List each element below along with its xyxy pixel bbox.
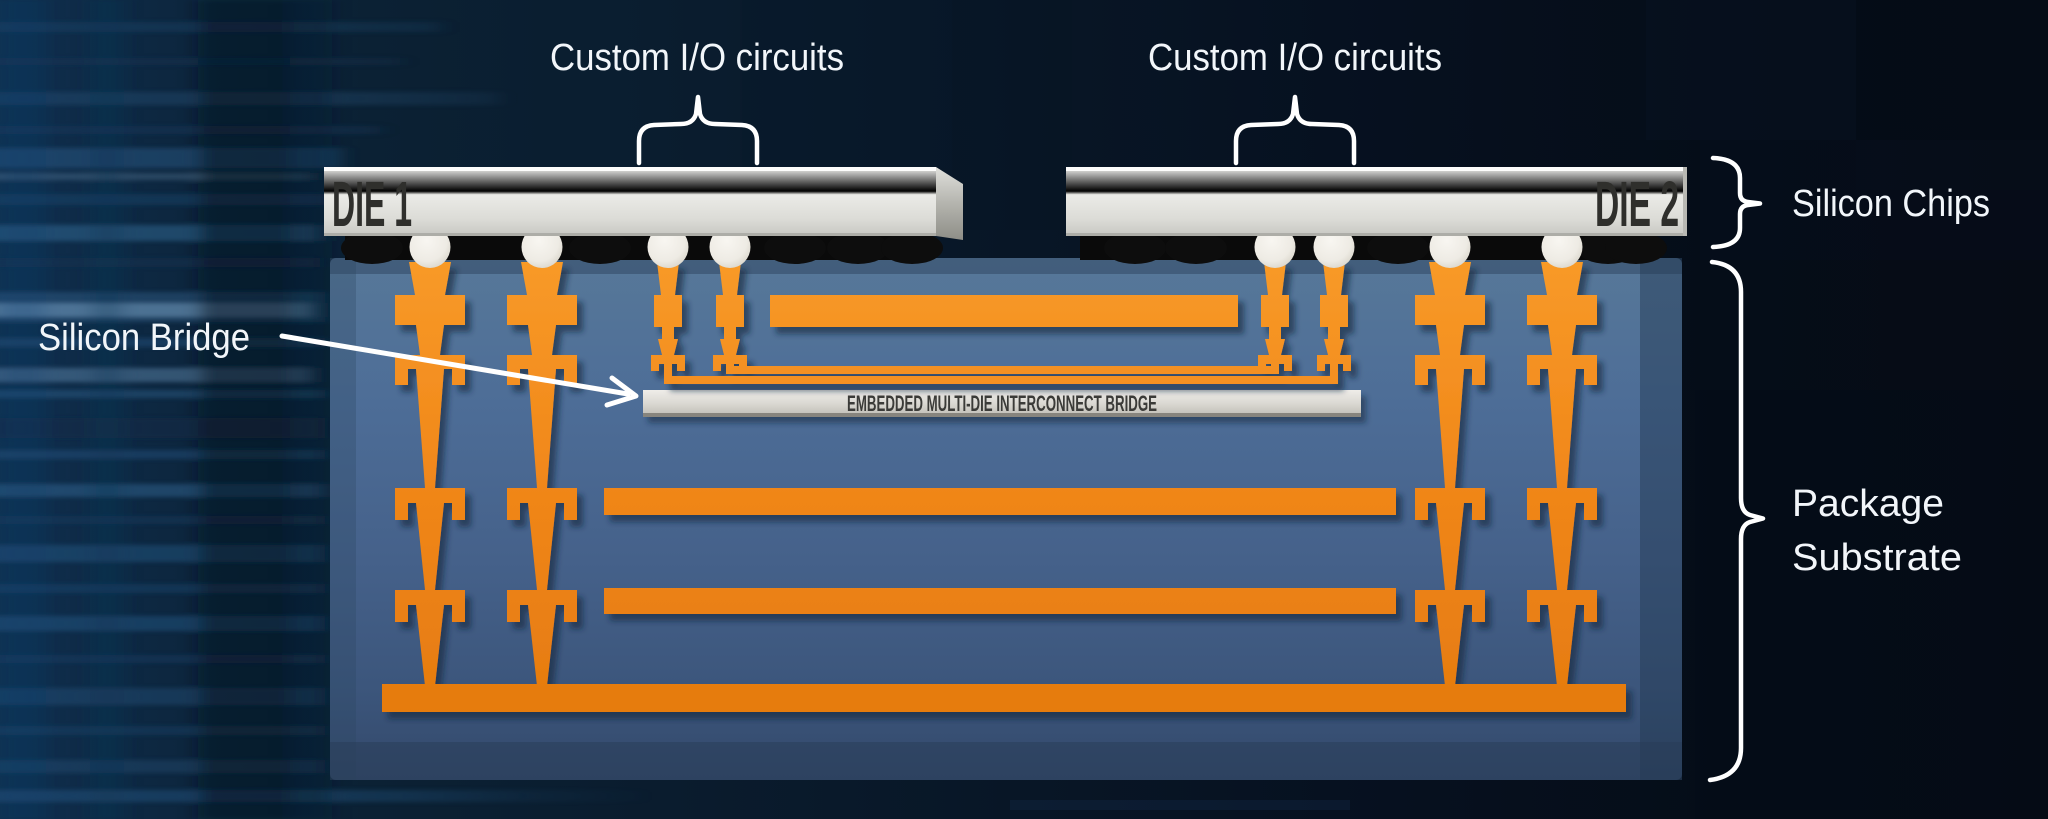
- bottom-bus-trace: [382, 684, 1626, 712]
- die-2-label: DIE 2: [1595, 168, 1679, 240]
- package-substrate-label-line2: Substrate: [1792, 537, 1962, 579]
- embedded-bridge: EMBEDDED MULTI-DIE INTERCONNECT BRIDGE: [643, 390, 1361, 417]
- embedded-bridge-label: EMBEDDED MULTI-DIE INTERCONNECT BRIDGE: [847, 391, 1157, 416]
- copper-interconnect: [382, 262, 1626, 712]
- solder-ball: [1104, 232, 1166, 264]
- curly-brace-up-icon: [1233, 94, 1357, 166]
- solder-ball: [881, 232, 943, 264]
- custom-io-right-label: Custom I/O circuits: [1148, 37, 1442, 79]
- silicon-bridge-label: Silicon Bridge: [38, 317, 250, 359]
- top-routing-bar: [770, 295, 1238, 327]
- custom-io-left-label: Custom I/O circuits: [550, 37, 844, 79]
- bridge-trace-upper: [726, 366, 1279, 374]
- package-substrate: [330, 258, 1682, 780]
- motion-streaks: [0, 0, 660, 819]
- curly-brace-right-icon: [1707, 259, 1766, 783]
- solder-ball: [569, 232, 631, 264]
- silicon-chips-label: Silicon Chips: [1792, 183, 1990, 225]
- solder-ball: [827, 232, 889, 264]
- curly-brace-right-icon: [1710, 155, 1763, 250]
- die-1-label: DIE 1: [332, 168, 412, 240]
- annotations: Custom I/O circuits Custom I/O circuits …: [38, 37, 1990, 783]
- bridge-trace-lower: [664, 376, 1338, 384]
- curly-brace-up-icon: [636, 94, 760, 166]
- package-substrate-label-line1: Package: [1792, 483, 1944, 525]
- solder-ball: [764, 232, 826, 264]
- mid-trace-lower: [604, 588, 1396, 614]
- die-2: DIE 2: [1066, 167, 1687, 240]
- mid-trace-upper: [604, 488, 1396, 515]
- solder-ball: [1165, 232, 1227, 264]
- diagonal-arrow-icon: [279, 333, 639, 408]
- die-1: DIE 1: [324, 167, 963, 240]
- solder-ball: [1367, 232, 1429, 264]
